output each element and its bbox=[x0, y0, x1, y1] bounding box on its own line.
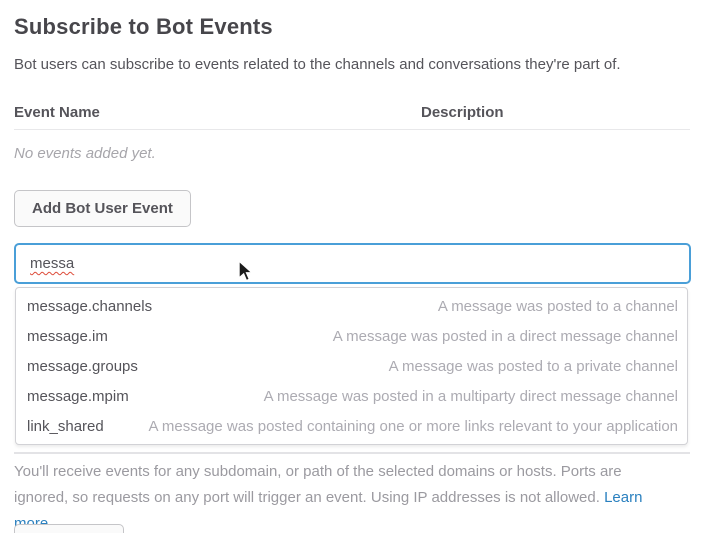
empty-events-message: No events added yet. bbox=[14, 145, 156, 162]
event-suggestion-link-shared[interactable]: link_shared A message was posted contain… bbox=[16, 411, 687, 441]
events-subdomain-note: You'll receive events for any subdomain,… bbox=[14, 459, 676, 533]
event-name: link_shared bbox=[27, 417, 104, 435]
event-name: message.channels bbox=[27, 297, 153, 315]
event-suggestion-message-channels[interactable]: message.channels A message was posted to… bbox=[16, 291, 687, 321]
section-divider bbox=[14, 452, 690, 454]
event-name: message.mpim bbox=[27, 387, 129, 405]
event-suggestions-dropdown: message.channels A message was posted to… bbox=[15, 287, 688, 445]
column-header-description: Description bbox=[421, 104, 504, 121]
event-suggestion-message-groups[interactable]: message.groups A message was posted to a… bbox=[16, 351, 687, 381]
page-description: Bot users can subscribe to events relate… bbox=[14, 56, 621, 73]
event-name: message.im bbox=[27, 327, 108, 345]
page-title: Subscribe to Bot Events bbox=[14, 14, 273, 39]
search-input-value: messa bbox=[30, 255, 75, 272]
event-description: A message was posted containing one or m… bbox=[148, 417, 678, 435]
event-suggestion-message-mpim[interactable]: message.mpim A message was posted in a m… bbox=[16, 381, 687, 411]
column-header-event-name: Event Name bbox=[14, 104, 100, 121]
event-description: A message was posted to a channel bbox=[437, 297, 678, 315]
event-description: A message was posted in a direct message… bbox=[332, 327, 678, 345]
event-description: A message was posted in a multiparty dir… bbox=[263, 387, 678, 405]
event-suggestion-message-im[interactable]: message.im A message was posted in a dir… bbox=[16, 321, 687, 351]
event-name: message.groups bbox=[27, 357, 138, 375]
table-header-divider bbox=[14, 129, 690, 130]
add-bot-user-event-button[interactable]: Add Bot User Event bbox=[14, 190, 191, 227]
event-description: A message was posted to a private channe… bbox=[388, 357, 678, 375]
partially-visible-button[interactable] bbox=[14, 524, 124, 533]
bot-event-search-input[interactable]: messa bbox=[14, 243, 691, 284]
